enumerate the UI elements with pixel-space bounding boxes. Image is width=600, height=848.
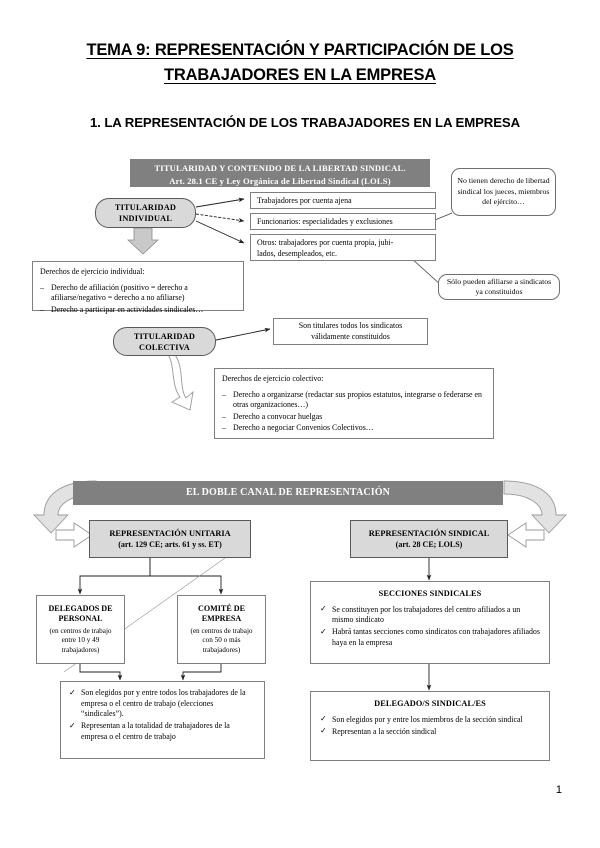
derechos-individual-list: Derecho de afiliación (positivo = derech… bbox=[40, 283, 236, 316]
sindical-sub: (art. 28 CE; LOLS) bbox=[395, 540, 463, 549]
comite-de-empresa-box: COMITÉ DE EMPRESA (en centros de trabajo… bbox=[177, 595, 266, 664]
unitaria-sub: (art. 129 CE; arts. 61 y ss. ET) bbox=[118, 540, 222, 549]
dp-title-line1: DELEGADOS DE bbox=[48, 603, 113, 613]
page-number: 1 bbox=[555, 784, 562, 796]
diagram1-banner: TITULARIDAD Y CONTENIDO DE LA LIBERTAD S… bbox=[130, 159, 430, 187]
branch-trabajadores-cuenta-ajena: Trabajadores por cuenta ajena bbox=[250, 192, 436, 209]
branch-otros: Otros: trabajadores por cuenta propia, j… bbox=[250, 234, 436, 261]
list-item: Derecho a organizarse (redactar sus prop… bbox=[222, 390, 486, 411]
list-item: Representan a la totalidad de trabajador… bbox=[69, 721, 256, 742]
delegados-personal-sub: (en centros de trabajo entre 10 y 49 tra… bbox=[49, 627, 111, 656]
diagram2-banner: EL DOBLE CANAL DE REPRESENTACIÓN bbox=[73, 481, 503, 505]
derechos-colectivo-heading: Derechos de ejercicio colectivo: bbox=[222, 374, 324, 383]
branch1-text: Trabajadores por cuenta ajena bbox=[257, 196, 352, 205]
ce-sub-line1: (en centros de trabajo bbox=[190, 626, 253, 635]
diagram2-banner-text: EL DOBLE CANAL DE REPRESENTACIÓN bbox=[185, 487, 391, 498]
ce-title-line1: COMITÉ DE bbox=[198, 603, 245, 613]
callout1-text: No tienen derecho de libertad sindical l… bbox=[457, 176, 550, 207]
dp-sub-line2: entre 10 y 49 bbox=[61, 636, 100, 645]
delegados-sindicales-title: DELEGADO/S SINDICAL/ES bbox=[374, 699, 486, 708]
secciones-points-list: Se constituyen por los trabajadores del … bbox=[320, 604, 540, 649]
page-title-line1: TEMA 9: REPRESENTACIÓN Y PARTICIPACIÓN D… bbox=[86, 41, 514, 59]
delegados-sindicales-box: DELEGADO/S SINDICAL/ES Son elegidos por … bbox=[310, 691, 550, 761]
list-item: Son elegidos por y entre todos los traba… bbox=[69, 688, 256, 720]
list-item: Derecho a negociar Convenios Colectivos… bbox=[222, 423, 486, 434]
representacion-unitaria-box: REPRESENTACIÓN UNITARIA (art. 129 CE; ar… bbox=[89, 520, 251, 558]
derechos-ejercicio-individual-box: Derechos de ejercicio individual: Derech… bbox=[32, 261, 244, 315]
page-title-line2: TRABAJADORES EN LA EMPRESA bbox=[164, 66, 436, 84]
branch3-line1: Otros: trabajadores por cuenta propia, j… bbox=[257, 238, 394, 247]
delegados-personal-title: DELEGADOS DE PERSONAL bbox=[48, 604, 112, 625]
ce-title-line2: EMPRESA bbox=[201, 614, 242, 624]
branch2-text: Funcionarios: especialidades y exclusion… bbox=[257, 217, 393, 226]
titulares-sindicatos-box: Son titulares todos los sindicatos válid… bbox=[273, 318, 428, 345]
list-item: Se constituyen por los trabajadores del … bbox=[320, 604, 540, 626]
titularidad-individual-line1: TITULARIDAD bbox=[114, 203, 177, 212]
dp-sub-line1: (en centros de trabajo bbox=[49, 626, 112, 635]
delegados-sindicales-points-list: Son elegidos por y entre los miembros de… bbox=[320, 714, 540, 738]
list-item: Representan a la sección sindical bbox=[320, 726, 540, 738]
titularidad-individual-line2: INDIVIDUAL bbox=[118, 214, 173, 223]
comite-sub: (en centros de trabajo con 50 o más trab… bbox=[190, 627, 252, 656]
diagram1-banner-line2: Art. 28.1 CE y Ley Orgánica de Libertad … bbox=[169, 175, 391, 186]
ce-sub-line3: trabajadores) bbox=[202, 645, 241, 654]
unitaria-caracteristicas-box: Son elegidos por y entre todos los traba… bbox=[60, 681, 265, 759]
callout2-text: Sólo pueden afiliarse a sindicatos ya co… bbox=[446, 276, 552, 296]
diagram1-banner-line1: TITULARIDAD Y CONTENIDO DE LA LIBERTAD S… bbox=[154, 163, 406, 173]
callout-sin-derecho-libertad-sindical: No tienen derecho de libertad sindical l… bbox=[451, 168, 556, 216]
sindical-title: REPRESENTACIÓN SINDICAL bbox=[368, 528, 490, 538]
dp-title-line2: PERSONAL bbox=[58, 614, 103, 624]
derechos-individual-heading: Derechos de ejercicio individual: bbox=[40, 267, 145, 276]
comite-title: COMITÉ DE EMPRESA bbox=[198, 604, 245, 625]
section-heading: 1. LA REPRESENTACIÓN DE LOS TRABAJADORES… bbox=[89, 115, 521, 130]
derechos-ejercicio-colectivo-box: Derechos de ejercicio colectivo: Derecho… bbox=[214, 368, 494, 439]
secciones-sindicales-title: SECCIONES SINDICALES bbox=[378, 589, 482, 598]
branch3-line2: lados, desempleados, etc. bbox=[257, 248, 337, 258]
page-title: TEMA 9: REPRESENTACIÓN Y PARTICIPACIÓN D… bbox=[55, 38, 545, 88]
representacion-sindical-box: REPRESENTACIÓN SINDICAL (art. 28 CE; LOL… bbox=[350, 520, 508, 558]
titulares-line1: Son titulares todos los sindicatos bbox=[298, 321, 403, 330]
branch-funcionarios: Funcionarios: especialidades y exclusion… bbox=[250, 213, 436, 230]
titularidad-colectiva-node: TITULARIDAD COLECTIVA bbox=[113, 327, 216, 356]
list-item: Son elegidos por y entre los miembros de… bbox=[320, 714, 540, 726]
unitaria-title: REPRESENTACIÓN UNITARIA bbox=[109, 528, 231, 538]
unitaria-points-list: Son elegidos por y entre todos los traba… bbox=[69, 688, 256, 742]
dp-sub-line3: trabajadores) bbox=[61, 645, 100, 654]
list-item: Derecho a participar en actividades sind… bbox=[40, 305, 236, 316]
titularidad-colectiva-line1: TITULARIDAD bbox=[133, 331, 196, 341]
list-item: Derecho de afiliación (positivo = derech… bbox=[40, 283, 236, 304]
list-item: Habrá tantas secciones como sindicatos c… bbox=[320, 627, 540, 648]
callout-solo-afiliarse: Sólo pueden afiliarse a sindicatos ya co… bbox=[438, 274, 560, 300]
list-item: Derecho a convocar huelgas bbox=[222, 412, 486, 423]
titularidad-colectiva-line2: COLECTIVA bbox=[139, 342, 190, 352]
derechos-colectivo-list: Derecho a organizarse (redactar sus prop… bbox=[222, 390, 486, 434]
ce-sub-line2: con 50 o más bbox=[202, 636, 241, 645]
titularidad-individual-node: TITULARIDAD INDIVIDUAL bbox=[95, 198, 196, 228]
delegados-de-personal-box: DELEGADOS DE PERSONAL (en centros de tra… bbox=[36, 595, 125, 664]
secciones-sindicales-box: SECCIONES SINDICALES Se constituyen por … bbox=[310, 581, 550, 664]
titulares-line2: válidamente constituidos bbox=[311, 331, 390, 341]
